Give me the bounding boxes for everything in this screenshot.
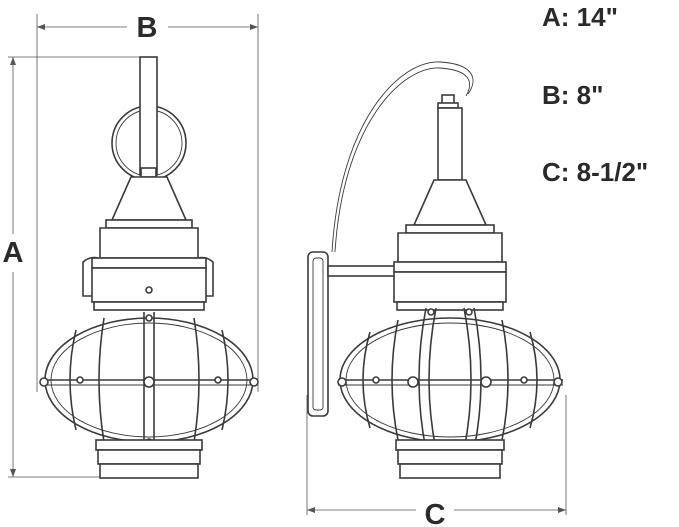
- spec-b-letter: B:: [542, 80, 570, 110]
- dimension-c: C: [306, 395, 567, 527]
- spec-a-letter: A:: [542, 2, 570, 32]
- spec-a-value: 14": [576, 2, 618, 32]
- spec-c: C: 8-1/2": [542, 157, 648, 188]
- spec-c-value: 8-1/2": [576, 157, 649, 187]
- spec-b: B: 8": [542, 80, 603, 111]
- dimension-b: B: [36, 12, 259, 392]
- dimension-a-label: A: [3, 237, 24, 269]
- dimension-b-label: B: [137, 12, 158, 44]
- dimension-a: A: [3, 56, 155, 478]
- lantern-front-view: [39, 56, 259, 479]
- dimension-c-label: C: [425, 499, 446, 527]
- lantern-side-view: [307, 61, 563, 479]
- spec-c-letter: C:: [542, 157, 570, 187]
- spec-b-value: 8": [576, 80, 604, 110]
- spec-a: A: 14": [542, 2, 618, 33]
